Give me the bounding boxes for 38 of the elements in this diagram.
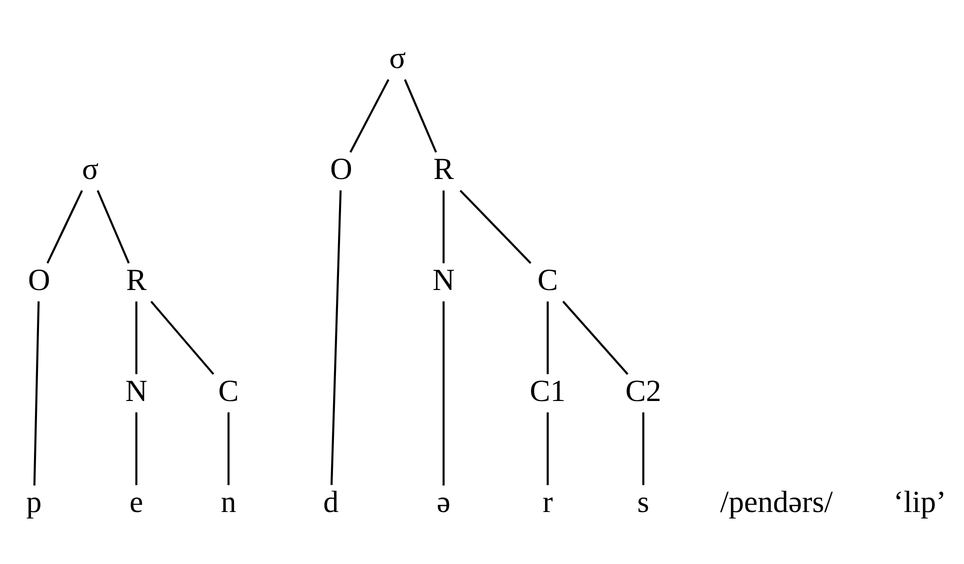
label: /pendərs/ bbox=[720, 484, 833, 518]
connector bbox=[442, 190, 445, 263]
connector bbox=[546, 412, 549, 485]
connector bbox=[96, 190, 130, 264]
node-text: R bbox=[433, 152, 454, 186]
connector bbox=[562, 300, 628, 374]
node-text: O bbox=[28, 262, 50, 297]
node-text: ə bbox=[436, 484, 450, 518]
node-text: N bbox=[432, 262, 455, 297]
connector bbox=[404, 78, 437, 152]
node-text: C2 bbox=[625, 373, 662, 408]
connector bbox=[135, 300, 138, 374]
node-text: n bbox=[220, 484, 236, 518]
node-text: C bbox=[218, 373, 239, 408]
connector bbox=[33, 300, 40, 486]
connector bbox=[546, 300, 549, 374]
node-text: s bbox=[637, 484, 650, 518]
node-text: O bbox=[330, 152, 352, 186]
connector bbox=[330, 190, 342, 484]
connector bbox=[228, 412, 230, 485]
node-text: N bbox=[125, 373, 148, 408]
connector bbox=[46, 190, 83, 264]
node-text: C1 bbox=[530, 373, 566, 408]
node-text: σ bbox=[82, 152, 99, 186]
connector bbox=[135, 412, 138, 485]
connector bbox=[460, 189, 532, 264]
node-text: R bbox=[126, 262, 147, 297]
node-text: d bbox=[323, 484, 339, 518]
label: ‘lip’ bbox=[893, 484, 946, 518]
connector bbox=[442, 300, 445, 486]
node-text: p bbox=[26, 484, 42, 518]
connector bbox=[150, 300, 214, 374]
connector bbox=[642, 412, 644, 485]
node-text: r bbox=[542, 484, 553, 518]
node-text: e bbox=[130, 484, 144, 518]
node-text: σ bbox=[389, 40, 406, 75]
connector bbox=[350, 78, 390, 152]
node-text: C bbox=[537, 262, 558, 297]
